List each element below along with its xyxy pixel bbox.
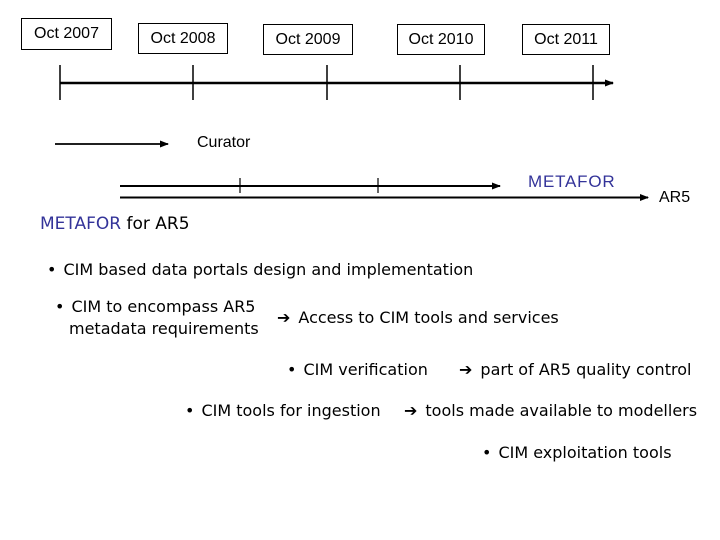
year-box-2011: Oct 2011 bbox=[522, 24, 610, 55]
result-text: Access to CIM tools and services bbox=[298, 308, 559, 327]
result-tools-modellers: ➔ tools made available to modellers bbox=[404, 401, 697, 420]
heading-metafor-part: METAFOR bbox=[40, 214, 122, 234]
bullet-data-portals: • CIM based data portals design and imple… bbox=[47, 260, 473, 279]
year-box-2009: Oct 2009 bbox=[263, 24, 353, 55]
year-box-2008: Oct 2008 bbox=[138, 23, 228, 54]
heavy-arrow-icon: ➔ bbox=[404, 401, 418, 420]
bullet-cim-verification: • CIM verification bbox=[287, 360, 428, 379]
bullet-text: CIM based data portals design and implem… bbox=[63, 260, 474, 279]
bullet-text: CIM tools for ingestion bbox=[201, 401, 381, 420]
bullet-text: CIM verification bbox=[303, 360, 428, 379]
year-box-label: Oct 2011 bbox=[534, 30, 598, 48]
bullet-cim-encompass: •CIM to encompass AR5 metadata requireme… bbox=[55, 297, 295, 338]
bullet-cim-exploitation: • CIM exploitation tools bbox=[482, 443, 672, 462]
bullet-icon: • bbox=[185, 401, 195, 420]
year-box-label: Oct 2010 bbox=[408, 30, 474, 48]
heading-ar5-part: for AR5 bbox=[121, 214, 190, 234]
result-text: tools made available to modellers bbox=[425, 401, 698, 420]
heavy-arrow-icon: ➔ bbox=[277, 308, 291, 327]
year-box-label: Oct 2009 bbox=[275, 30, 341, 48]
bullet-text-line1: •CIM to encompass AR5 bbox=[55, 297, 256, 316]
metafor-for-ar5-heading: METAFOR for AR5 bbox=[40, 214, 190, 234]
heavy-arrow-icon: ➔ bbox=[459, 360, 473, 379]
bullet-icon: • bbox=[47, 260, 57, 279]
ar5-label: AR5 bbox=[659, 189, 691, 206]
year-box-label: Oct 2007 bbox=[34, 25, 99, 42]
bullet-text: CIM exploitation tools bbox=[498, 443, 672, 462]
year-box-label: Oct 2008 bbox=[150, 29, 216, 47]
bullet-icon: • bbox=[482, 443, 492, 462]
result-quality-control: ➔ part of AR5 quality control bbox=[459, 360, 691, 379]
result-access-tools: ➔ Access to CIM tools and services bbox=[277, 308, 559, 327]
metafor-label: METAFOR bbox=[528, 172, 616, 191]
year-box-2010: Oct 2010 bbox=[397, 24, 485, 55]
bullet-icon: • bbox=[55, 297, 65, 316]
bullet-text-line2: metadata requirements bbox=[69, 319, 259, 338]
curator-label: Curator bbox=[197, 134, 251, 151]
result-text: part of AR5 quality control bbox=[480, 360, 692, 379]
year-box-2007: Oct 2007 bbox=[21, 18, 112, 50]
bullet-cim-ingestion: • CIM tools for ingestion bbox=[185, 401, 381, 420]
bullet-icon: • bbox=[287, 360, 297, 379]
